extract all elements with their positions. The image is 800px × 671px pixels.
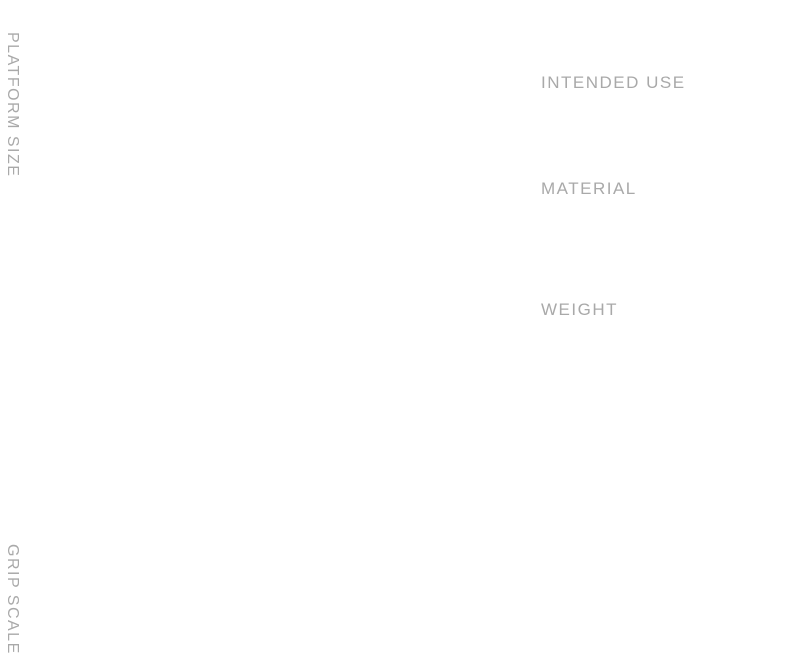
material-label: MATERIAL bbox=[541, 179, 637, 198]
grip-scale-label: GRIP SCALE bbox=[4, 544, 21, 655]
weight-label: WEIGHT bbox=[541, 300, 618, 319]
platform-size-label: PLATFORM SIZE bbox=[4, 32, 21, 178]
intended-use-label: INTENDED USE bbox=[541, 73, 686, 92]
